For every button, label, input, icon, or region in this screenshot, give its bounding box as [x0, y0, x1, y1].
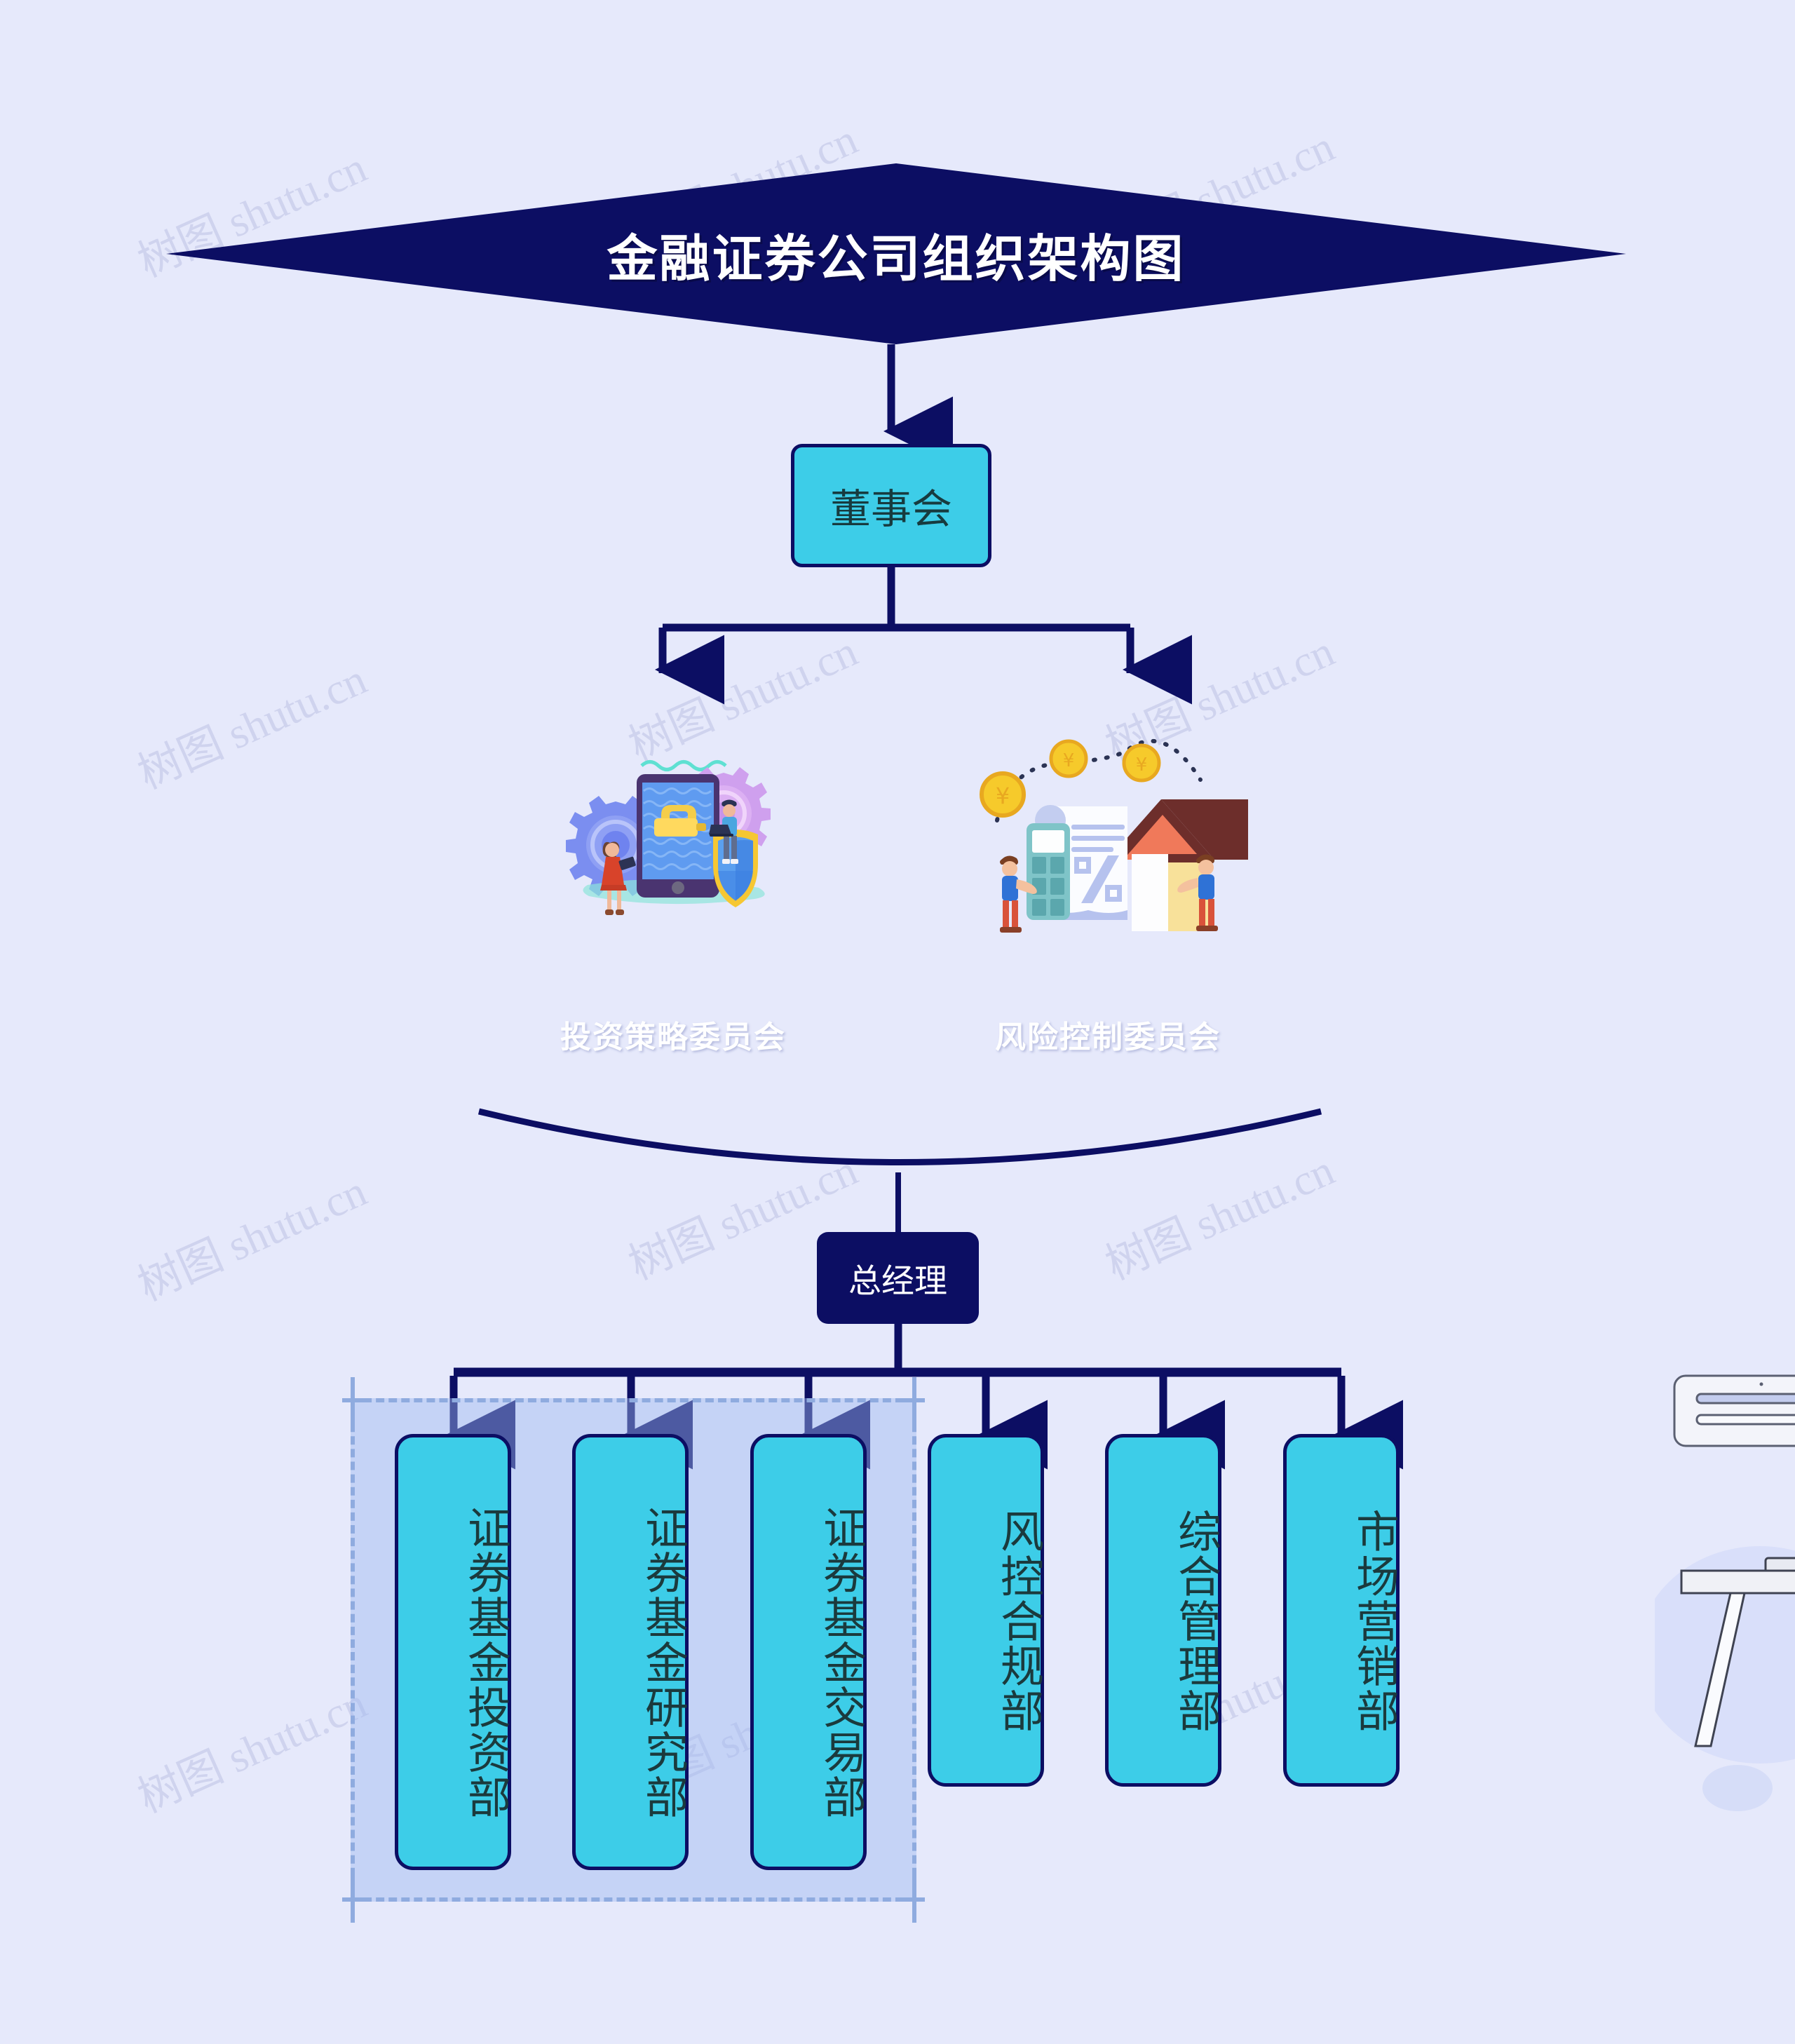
desk-and-card-illustration	[1655, 1353, 1795, 1886]
svg-text:¥: ¥	[1136, 754, 1148, 776]
node-department-2[interactable]: 证券基金交易部	[750, 1434, 867, 1870]
finance-house-illustration: ¥ ¥ ¥	[968, 722, 1248, 1006]
node-department-0[interactable]: 证券基金投资部	[395, 1434, 511, 1870]
title-text: 金融证券公司组织架构图	[607, 231, 1186, 287]
group-corner-tick	[912, 1377, 916, 1428]
svg-text:¥: ¥	[996, 783, 1010, 809]
node-department-1[interactable]: 证券基金研究部	[572, 1434, 689, 1870]
node-department-4[interactable]: 综合管理部	[1105, 1434, 1221, 1787]
group-corner-tick	[342, 1398, 367, 1402]
committee-label: 投资策略委员会	[560, 1020, 786, 1055]
node-investment-strategy-committee[interactable]: 投资策略委员会	[533, 722, 813, 1057]
group-corner-tick	[351, 1872, 355, 1923]
mobile-security-illustration	[533, 722, 813, 1006]
page-title: 金融证券公司组织架构图	[166, 163, 1626, 344]
node-board-of-directors[interactable]: 董事会	[791, 444, 991, 567]
node-general-manager-label: 总经理	[848, 1262, 947, 1299]
node-board-label: 董事会	[829, 487, 952, 532]
committee-label: 风险控制委员会	[995, 1020, 1221, 1055]
node-department-5[interactable]: 市场营销部	[1283, 1434, 1400, 1787]
group-corner-tick	[912, 1872, 916, 1923]
svg-text:¥: ¥	[1063, 750, 1075, 771]
node-general-manager[interactable]: 总经理	[817, 1232, 979, 1324]
group-corner-tick	[351, 1377, 355, 1428]
node-department-3[interactable]: 风控合规部	[928, 1434, 1044, 1787]
group-corner-tick	[342, 1897, 367, 1902]
node-risk-control-committee[interactable]: ¥ ¥ ¥	[968, 722, 1248, 1057]
